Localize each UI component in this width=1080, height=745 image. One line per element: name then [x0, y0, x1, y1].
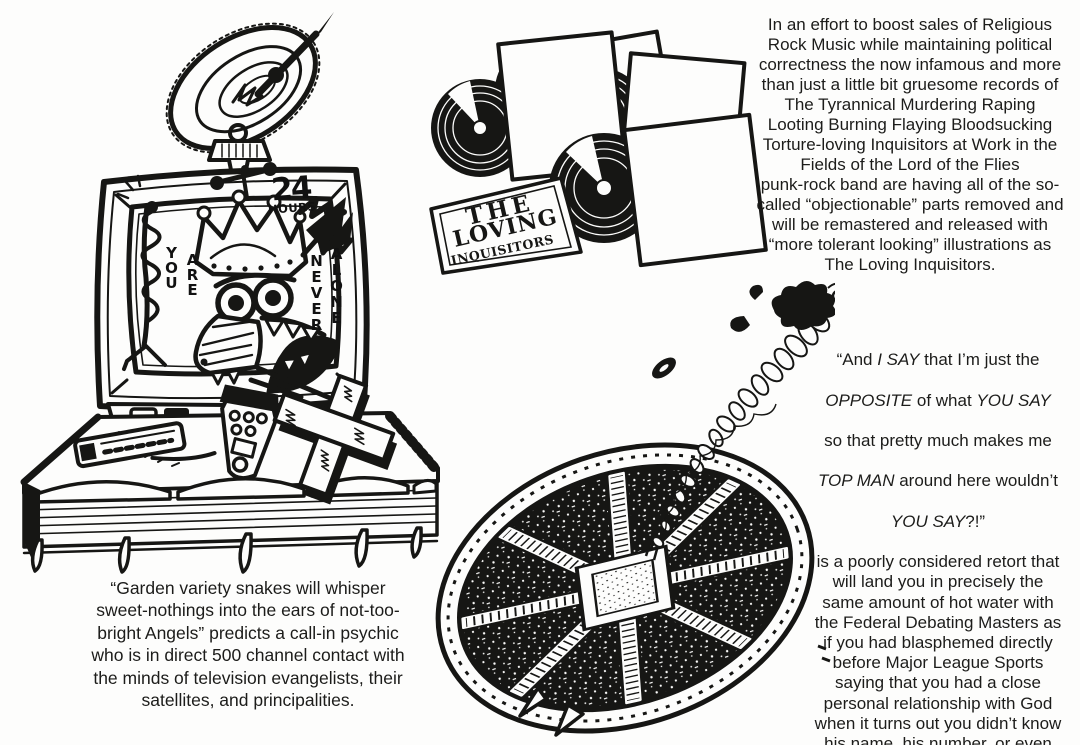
retort-caption: “And I SAY that I’m just the OPPOSITE of… [795, 330, 1080, 745]
retort-line1: “And I SAY that I’m just the [836, 350, 1040, 370]
smoke-plume-icon [644, 281, 835, 561]
retort-line5: YOU SAY?!” [890, 511, 986, 531]
screen-text-24-hours: 24 HOURS [267, 169, 317, 217]
psychic-caption: “Garden variety snakes will whisper swee… [91, 578, 405, 711]
screen-text-you: YOU [165, 244, 178, 292]
screen-text-are: ARE [186, 251, 199, 299]
wheel-illustration [435, 281, 835, 737]
screen-text-alone: ALONE [330, 245, 343, 327]
satellite-dish-icon [165, 12, 334, 177]
religious-rock-caption: In an effort to boost sales of Religious… [756, 15, 1064, 274]
phone-remote-icon [219, 384, 279, 481]
cross-icon [272, 373, 398, 505]
retort-body: is a poorly considered retort that will … [814, 552, 1062, 745]
tv-illustration [20, 12, 440, 574]
wheel-spikes [518, 644, 831, 737]
wagon-wheel-icon [435, 442, 815, 734]
tv-screen-art [116, 162, 354, 401]
retort-line2: OPPOSITE of what YOU SAY [825, 390, 1051, 410]
records-illustration: THE LOVING INQUISITORS [429, 29, 768, 275]
album-cover: THE LOVING INQUISITORS [429, 176, 583, 275]
vinyl-records-group [431, 29, 768, 268]
snake-staff-icon [116, 174, 167, 371]
screen-text-never: NEVER [310, 252, 323, 334]
dragon-icon [193, 162, 354, 401]
remote-control-icon [73, 421, 217, 469]
retort-line3: so that pretty much makes me [824, 431, 1052, 451]
retort-line4: TOP MAN around here wouldn’t [817, 471, 1059, 491]
